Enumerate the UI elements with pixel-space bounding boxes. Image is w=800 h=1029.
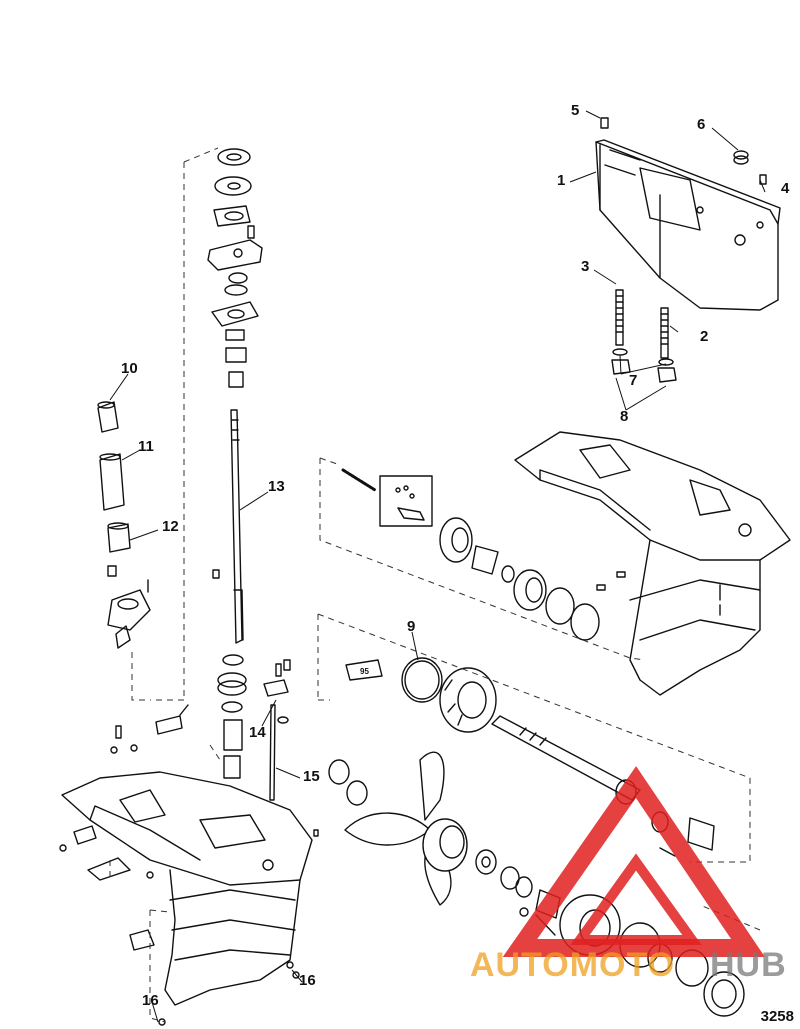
- driveshaft-13: [230, 409, 244, 644]
- bearing-carrier-upper: [439, 517, 626, 641]
- nuts-8: [611, 359, 677, 383]
- watermark-text-hub: HUB: [710, 946, 787, 984]
- callout-7: 7: [629, 372, 638, 389]
- driveshaft-housing: [595, 139, 781, 311]
- watermark-text-automoto: AUTOMOTO: [470, 946, 676, 984]
- callout-14: 14: [249, 724, 266, 741]
- anode-small: [73, 825, 97, 845]
- callout-5: 5: [571, 102, 580, 119]
- trim-tab: [87, 857, 131, 881]
- stud-3: [615, 289, 624, 346]
- callout-6: 6: [697, 116, 706, 133]
- callout-13: 13: [268, 478, 285, 495]
- anode-left: [155, 715, 183, 735]
- callout-4: 4: [781, 180, 790, 197]
- shift-shaft-15: [269, 704, 276, 801]
- washer-6: [733, 150, 749, 165]
- gearcase-housing-right: [514, 431, 791, 696]
- callout-2: 2: [700, 328, 709, 345]
- callout-leaders: [109, 110, 766, 1023]
- callout-12: 12: [162, 518, 179, 535]
- shift-assembly-14: [263, 663, 289, 724]
- sleeve-10: [97, 401, 119, 433]
- water-pump-base: [107, 565, 151, 649]
- key: [212, 569, 220, 579]
- callout-10: 10: [121, 360, 138, 377]
- misc-fasteners: [59, 659, 319, 1026]
- dashed-assembly-lines: [109, 147, 761, 1023]
- watermark-logo: [502, 766, 765, 957]
- shift-pins-inset: [379, 475, 433, 527]
- detent-spring: [341, 468, 377, 492]
- figure-number: 3258: [760, 1008, 794, 1025]
- gearcase-housing-left: [61, 771, 313, 1006]
- dowel-pin-4: [759, 174, 767, 185]
- tube-11: [99, 453, 125, 511]
- callout-15: 15: [303, 768, 320, 785]
- callout-16-bottom: 16: [142, 992, 159, 1009]
- seal-12: [107, 522, 131, 553]
- propeller: [344, 751, 468, 906]
- callout-9: 9: [407, 618, 416, 635]
- o-ring-9: [401, 657, 443, 703]
- water-pump-stack: [207, 148, 263, 388]
- propeller-shaft: [491, 715, 641, 805]
- stud-2: [660, 307, 669, 359]
- dowel-pin-5: [600, 117, 609, 129]
- callout-11: 11: [138, 438, 154, 455]
- forward-gear: [439, 667, 497, 733]
- callout-3: 3: [581, 258, 590, 275]
- callout-16-right: 16: [299, 972, 316, 989]
- sealant-tube-label: 95: [360, 667, 369, 676]
- callout-8: 8: [620, 408, 629, 425]
- driveshaft-bearing-stack: [217, 654, 247, 779]
- anode-bottom: [129, 929, 155, 951]
- sealant-tube: [345, 659, 383, 681]
- callout-1: 1: [557, 172, 566, 189]
